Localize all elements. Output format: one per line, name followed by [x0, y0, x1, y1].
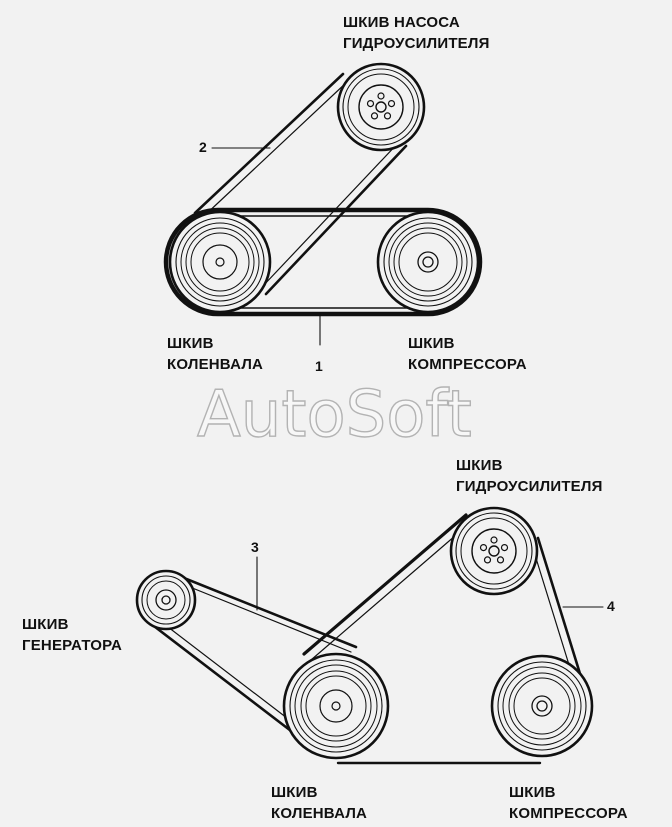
label-line: ШКИВ: [408, 335, 455, 352]
label-crank-pulley-top: ШКИВ КОЛЕНВАЛА: [167, 333, 263, 375]
label-compressor-pulley-top: ШКИВ КОМПРЕССОРА: [408, 333, 527, 375]
watermark-autosoft: AutoSoft: [196, 377, 472, 452]
label-line: КОМПРЕССОРА: [509, 805, 628, 822]
generator-pulley: [135, 569, 197, 631]
label-compressor-pulley-bottom: ШКИВ КОМПРЕССОРА: [509, 782, 628, 824]
crank-pulley-bottom: [282, 652, 390, 760]
label-line: ГИДРОУСИЛИТЕЛЯ: [343, 35, 490, 52]
callout-belt-1: 1: [315, 358, 323, 374]
label-line: ШКИВ: [509, 784, 556, 801]
label-line: ШКИВ: [456, 457, 503, 474]
label-line: ГЕНЕРАТОРА: [22, 637, 123, 654]
callout-belt-2: 2: [199, 139, 207, 155]
compressor-pulley-top: [376, 210, 480, 314]
label-line: ШКИВ НАСОСА: [343, 14, 460, 31]
label-line: ШКИВ: [167, 335, 214, 352]
compressor-pulley-bottom: [490, 654, 594, 758]
label-pump-pulley-bottom: ШКИВ ГИДРОУСИЛИТЕЛЯ: [456, 455, 603, 497]
label-line: КОМПРЕССОРА: [408, 356, 527, 373]
pump-pulley-bottom: [449, 506, 539, 596]
callout-belt-3: 3: [251, 539, 259, 555]
label-line: ГИДРОУСИЛИТЕЛЯ: [456, 478, 603, 495]
label-crank-pulley-bottom: ШКИВ КОЛЕНВАЛА: [271, 782, 367, 824]
callout-belt-4: 4: [607, 598, 615, 614]
label-line: КОЛЕНВАЛА: [167, 356, 264, 373]
label-generator-pulley: ШКИВ ГЕНЕРАТОРА: [22, 614, 122, 656]
label-pump-pulley-top: ШКИВ НАСОСА ГИДРОУСИЛИТЕЛЯ: [343, 12, 490, 54]
label-line: ШКИВ: [271, 784, 318, 801]
label-line: ШКИВ: [22, 616, 69, 633]
pump-pulley-top: [336, 62, 426, 152]
belt-2: [193, 72, 408, 296]
crank-pulley-top: [168, 210, 272, 314]
label-line: КОЛЕНВАЛА: [271, 805, 368, 822]
